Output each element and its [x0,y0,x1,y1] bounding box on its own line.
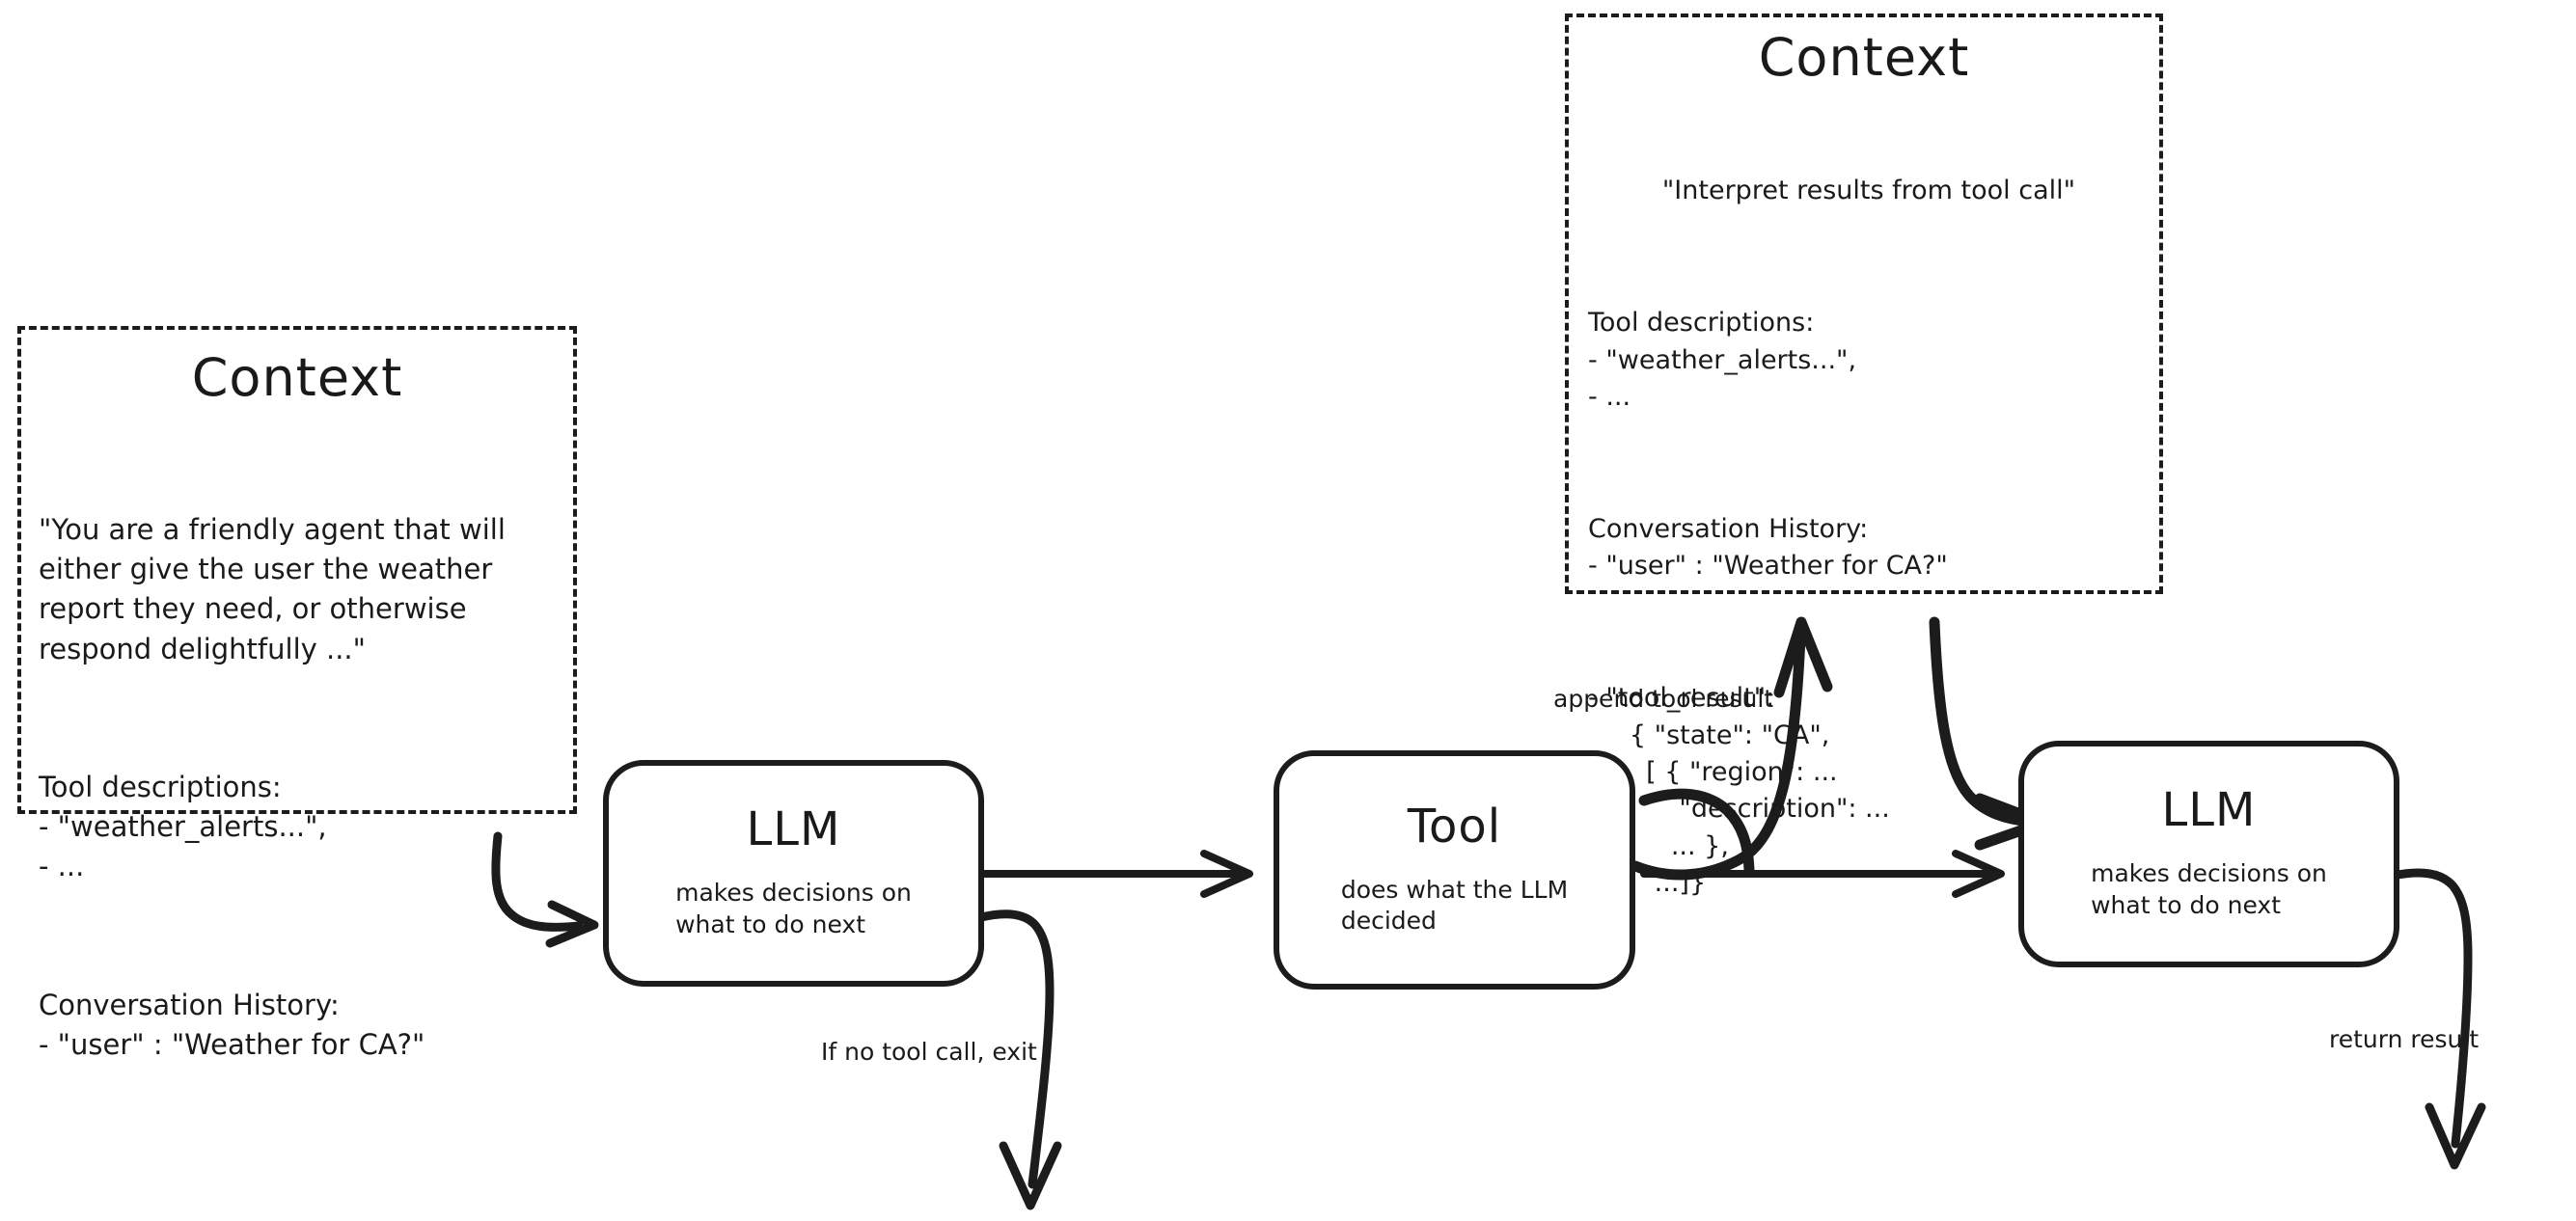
edge-label-append-tool-result: append tool result [1553,685,1774,713]
context-left-title: Context [191,347,403,408]
arrow-llm2-return [2388,868,2486,1170]
edge-label-if-no-tool-call-exit: If no tool call, exit [821,1038,1037,1066]
context-left-system-prompt: "You are a friendly agent that will eith… [39,513,506,665]
context-right-body: "Interpret results from tool call" Tool … [1588,99,2159,997]
context-right-tool-result: - "tool_result": { "state": "CA", [ { "r… [1588,683,1890,898]
node-tool-title: Tool [1407,799,1502,854]
context-left-conversation-history: Conversation History: - "user" : "Weathe… [39,988,425,1062]
context-box-right: Context "Interpret results from tool cal… [1565,14,2163,898]
node-llm-2-title: LLM [2161,783,2257,837]
node-llm-2[interactable]: LLM makes decisions on what to do next [2018,741,2399,967]
node-llm-2-subtitle: makes decisions on what to do next [2091,859,2327,919]
node-tool-subtitle: does what the LLM decided [1340,875,1569,936]
node-llm-1[interactable]: LLM makes decisions on what to do next [603,760,984,987]
node-llm-1-title: LLM [746,802,841,856]
context-left-tool-descriptions: Tool descriptions: - "weather_alerts..."… [39,771,327,883]
context-right-conversation-history: Conversation History: - "user" : "Weathe… [1588,513,1948,582]
node-tool[interactable]: Tool does what the LLM decided [1274,750,1635,990]
node-llm-1-subtitle: makes decisions on what to do next [675,879,912,938]
context-right-quote: "Interpret results from tool call" [1661,176,2076,206]
context-right-title: Context [1758,27,1970,88]
context-right-tool-descriptions: Tool descriptions: - "weather_alerts..."… [1588,308,1857,412]
context-left-body: "You are a friendly agent that will eith… [39,431,573,1164]
context-box-left: Context "You are a friendly agent that w… [17,326,577,1061]
arrow-llm1-to-tool [981,850,1253,898]
edge-label-return-result: return result [2329,1025,2480,1053]
